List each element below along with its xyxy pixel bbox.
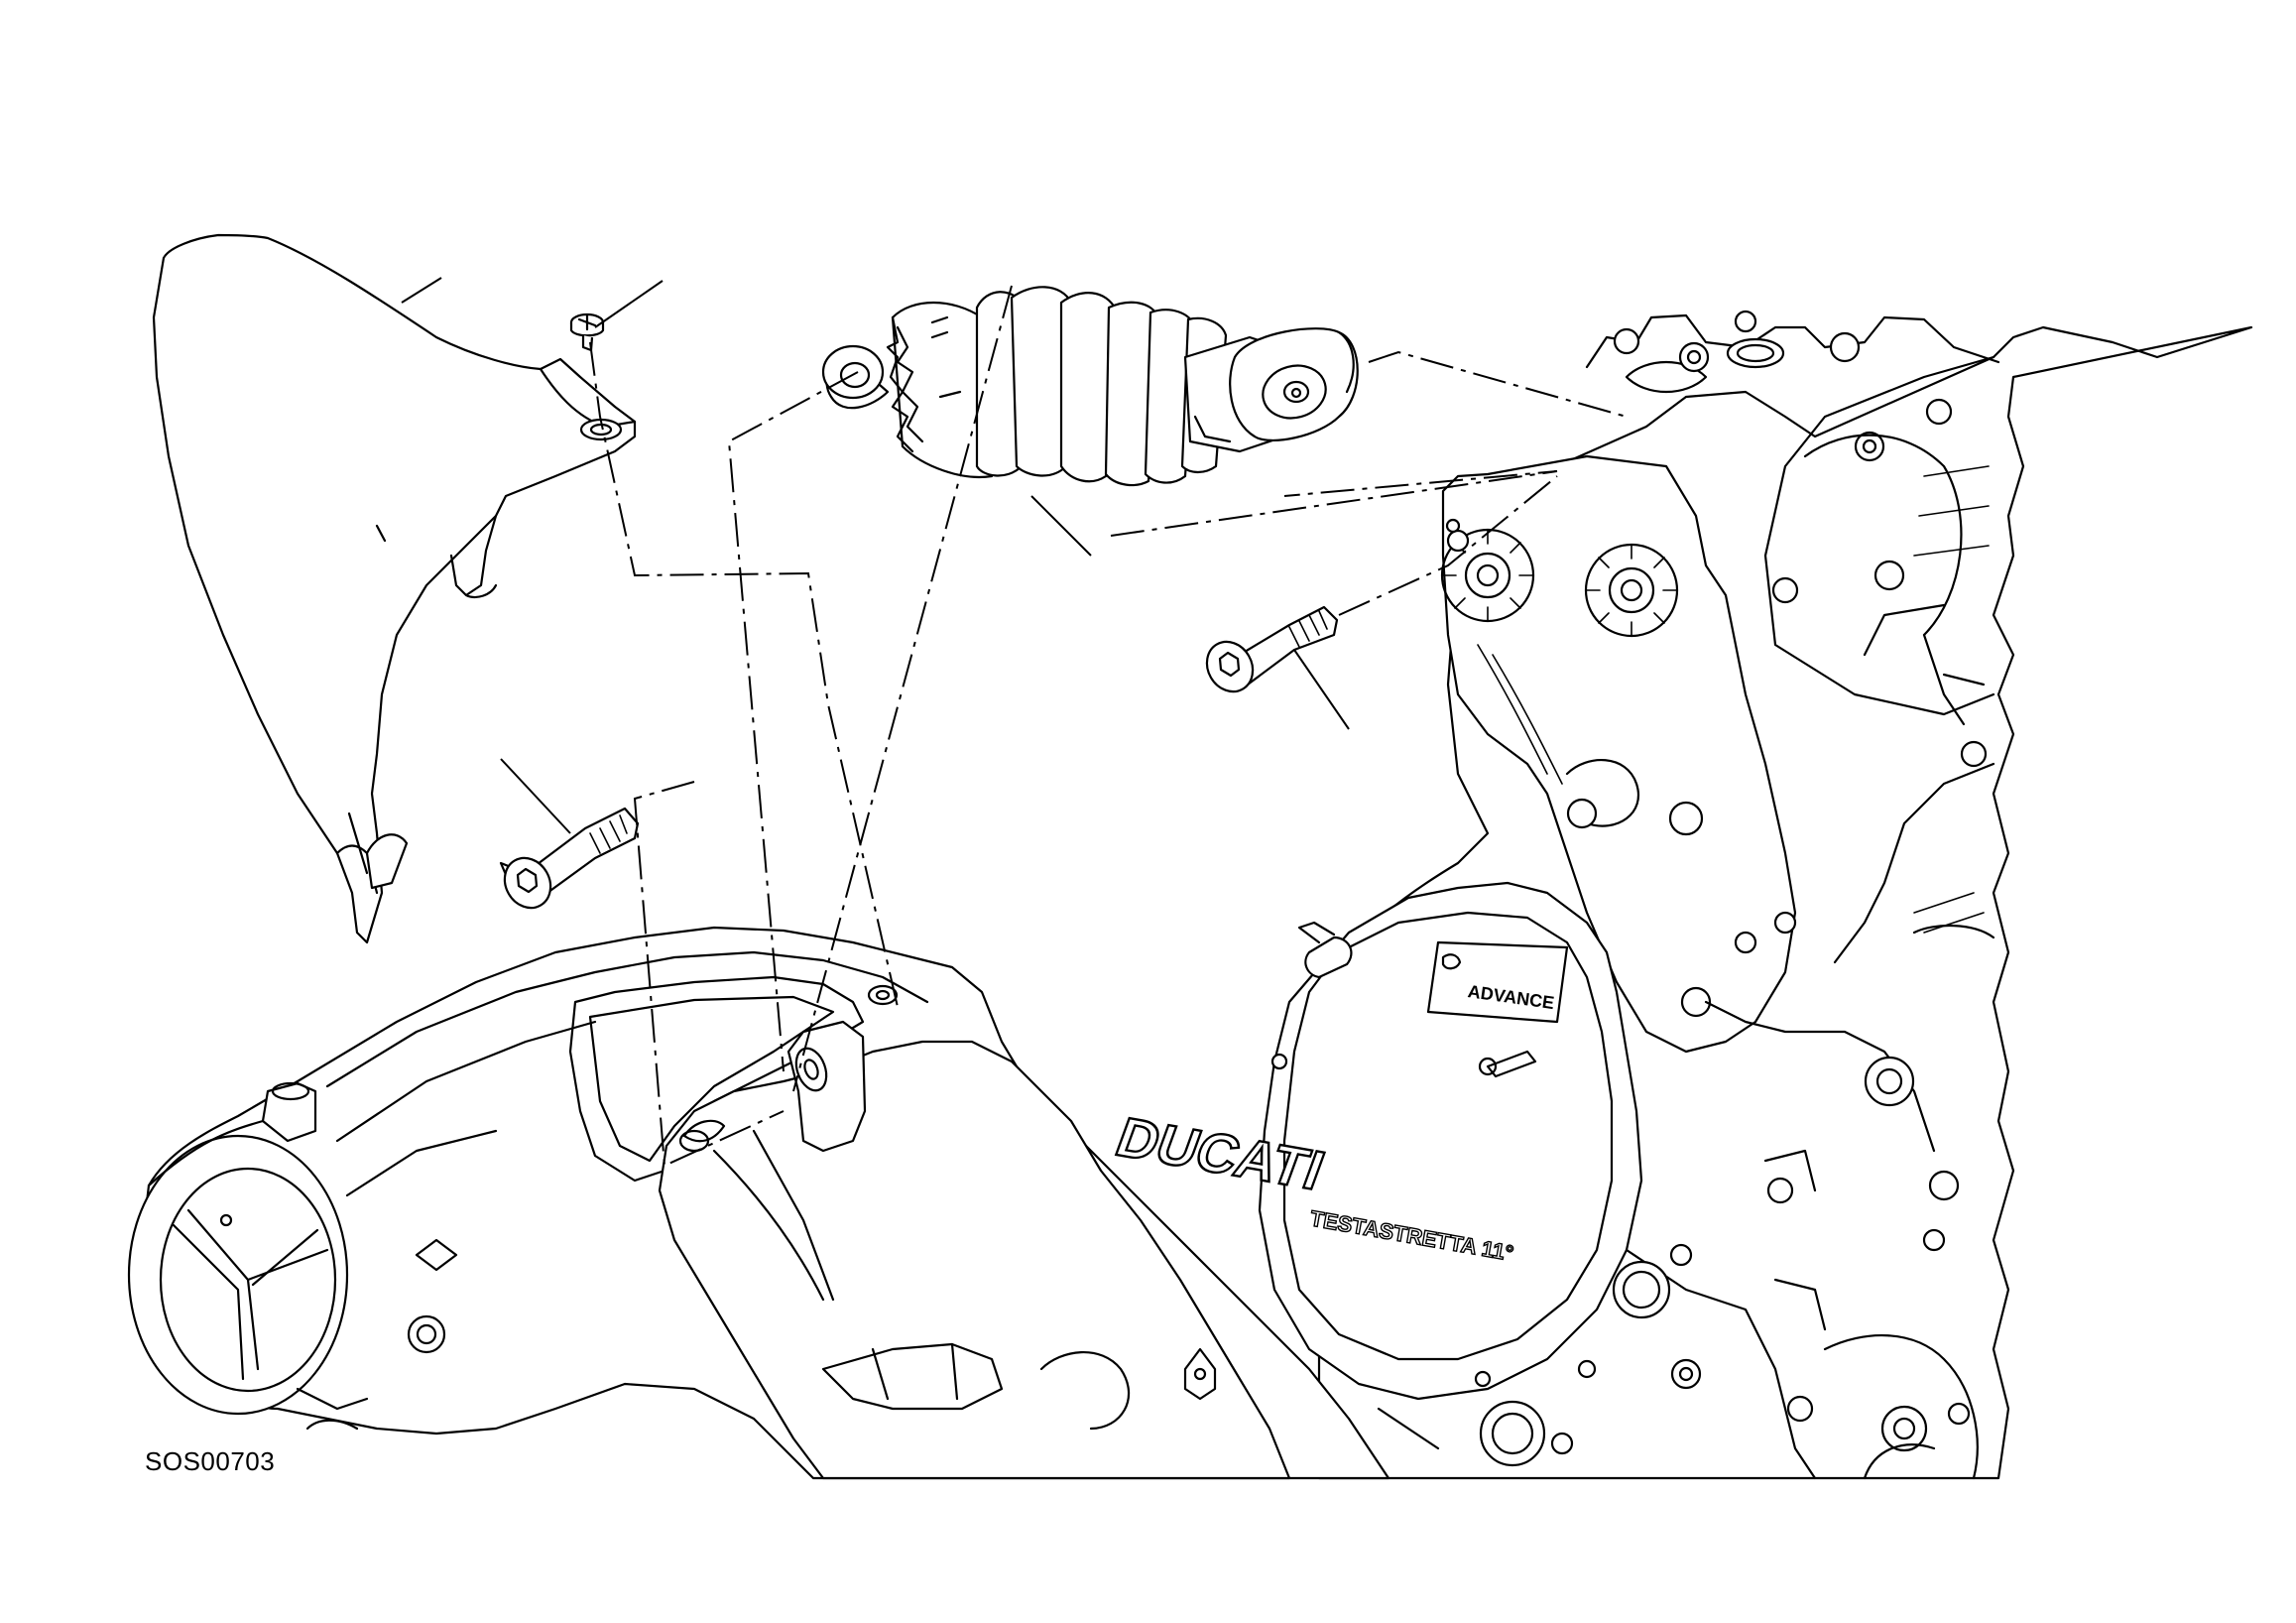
shock-lower-bolt — [499, 807, 640, 910]
drawing-code: SOS00703 — [145, 1446, 276, 1476]
engine: ADVANCE DUCATI TESTASTRETTA 11° — [1107, 310, 2253, 1480]
shock-upper-bolt — [1205, 605, 1339, 693]
alignment-lines — [589, 285, 1628, 1168]
rear-hugger — [152, 233, 637, 944]
rear-shock-absorber — [821, 286, 1359, 487]
frame — [127, 926, 1390, 1480]
leader-lines — [401, 277, 1350, 834]
fender-screw — [569, 312, 605, 352]
